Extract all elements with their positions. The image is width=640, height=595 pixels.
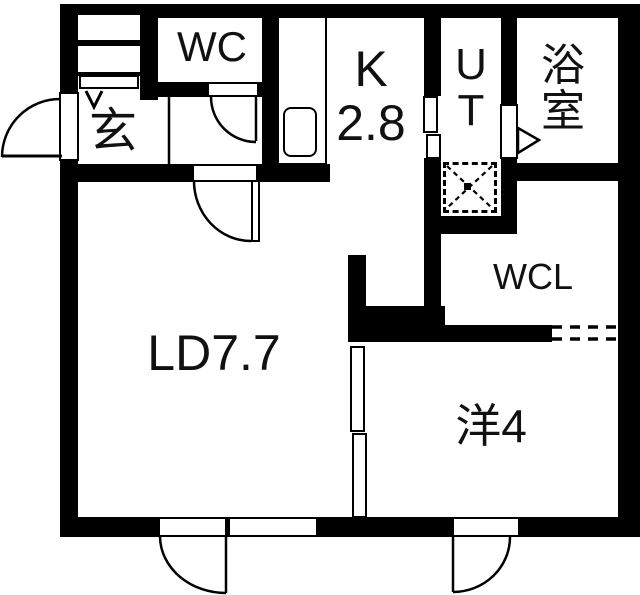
ld-window	[228, 517, 318, 537]
shoe-shelf-2	[78, 46, 140, 72]
bathroom-label: 浴 室	[523, 43, 603, 135]
ld-door-leaf	[251, 180, 260, 242]
living-dining-label: LD7.7	[147, 325, 281, 381]
utility-label: U T	[431, 42, 511, 134]
kitchen-label-line2: 2.8	[336, 95, 406, 151]
western-door-arc	[452, 536, 512, 594]
kitchen-sink	[283, 107, 317, 157]
outer-wall-top	[60, 4, 640, 18]
western-room-label: 洋4	[455, 400, 527, 452]
wall-ld-western-divider	[348, 255, 366, 342]
wall-mid-horizontal	[366, 306, 445, 342]
ld-door-arc	[192, 180, 252, 243]
outer-wall-bottom	[60, 517, 640, 537]
ld-terrace-door-arc	[158, 536, 227, 595]
outer-wall-left-lower	[60, 160, 78, 537]
shoe-shelf-3	[79, 75, 139, 89]
ld-door-opening	[192, 164, 258, 182]
wall-utility-bath-upper	[501, 4, 517, 105]
kitchen-utility-sliding-panel-2	[426, 134, 441, 159]
western-door-opening	[452, 517, 520, 537]
kitchen-label: K 2.8	[311, 42, 431, 150]
wall-closet-bottom	[441, 325, 552, 342]
shoe-shelf-1	[78, 15, 140, 40]
bathroom-label-line1: 浴	[541, 41, 585, 90]
utility-label-line1: U	[455, 40, 487, 89]
entrance-door-arc	[0, 97, 61, 158]
wc-door-opening	[207, 82, 259, 97]
wall-kitchen-utility-upper	[424, 4, 441, 96]
ld-western-sliding-panel-1	[350, 346, 365, 432]
utility-label-line2: T	[457, 86, 485, 135]
kitchen-label-line1: K	[354, 41, 388, 97]
wall-entrance-wc	[140, 4, 158, 100]
bathroom-label-line2: 室	[541, 87, 585, 136]
closet-label: WCL	[493, 256, 573, 297]
ld-western-sliding-panel-2	[352, 433, 367, 518]
ld-terrace-door-opening	[158, 517, 227, 537]
wall-utility-closet-left	[424, 158, 441, 342]
wc-door-arc	[209, 96, 257, 144]
entrance-label: 玄	[88, 105, 137, 158]
wall-washer-bottom	[424, 216, 517, 234]
kitchen-utility-sliding-panel-1	[423, 96, 438, 133]
wall-bath-bottom	[501, 163, 640, 181]
outer-wall-right	[618, 4, 640, 537]
wc-label: WC	[177, 23, 247, 70]
washing-machine-pan	[443, 162, 497, 213]
wall-wc-kitchen	[262, 4, 277, 182]
